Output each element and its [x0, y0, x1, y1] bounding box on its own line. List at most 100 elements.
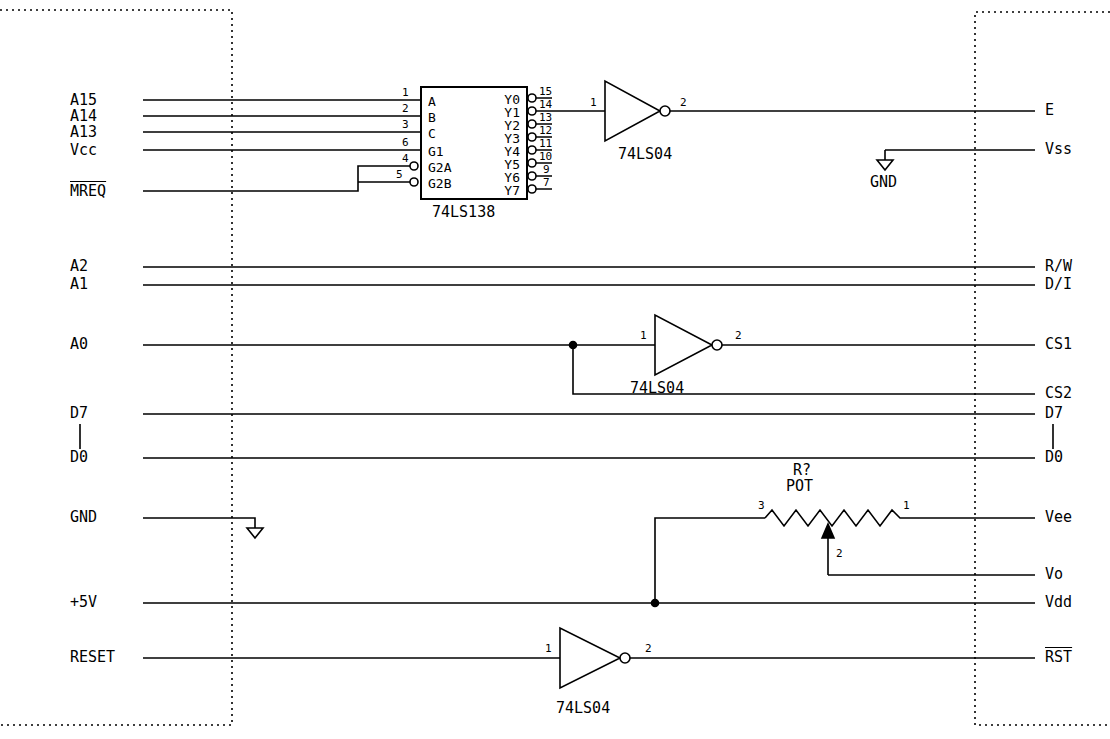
pin-name: G2A: [428, 161, 451, 175]
pin-number: 14: [539, 99, 552, 111]
part-label: R?: [793, 462, 811, 479]
data-wire: [143, 414, 1035, 458]
pin-name: Y6: [504, 171, 520, 185]
chip-select-wire: [143, 345, 1035, 394]
pin-number: 5: [396, 169, 403, 181]
pin-number: 3: [402, 119, 409, 131]
signal-name: A2: [70, 258, 88, 275]
part-number: 74LS04: [630, 380, 684, 397]
resistor-symbol: [765, 510, 1035, 526]
pin-number: 1: [640, 330, 647, 342]
signal-name: D/I: [1045, 276, 1072, 293]
pin-number: 2: [680, 97, 687, 109]
signal-name: A15: [70, 92, 97, 109]
inversion-bubble: [410, 162, 418, 170]
inversion-bubble: [712, 340, 722, 350]
signal-name: Vdd: [1045, 594, 1072, 611]
connector-outline: [975, 12, 1110, 725]
pin-name: B: [428, 111, 436, 125]
ground-symbol: [247, 528, 263, 538]
pin-number: 2: [645, 643, 652, 655]
pin-number: 15: [539, 86, 552, 98]
pin-number: 9: [543, 164, 550, 176]
signal-name: D7: [70, 405, 88, 422]
pin-number: 3: [758, 500, 765, 512]
pin-number: 2: [402, 103, 409, 115]
signal-name: Vee: [1045, 509, 1072, 526]
signal-name: R/W: [1045, 258, 1072, 275]
part-number: 74LS04: [556, 700, 610, 717]
connector-outline: [0, 10, 232, 725]
gnd-wire: [143, 518, 255, 528]
pin-number: 13: [539, 112, 552, 124]
signal-name: RESET: [70, 649, 115, 666]
signal-name: D0: [70, 449, 88, 466]
part-label: POT: [786, 478, 813, 495]
pin-number: 4: [402, 153, 409, 165]
pin-number: 2: [836, 548, 843, 560]
signal-name: Vss: [1045, 141, 1072, 158]
enable-wire: [670, 110, 1035, 112]
pin-name: Y4: [504, 145, 520, 159]
pin-number: 1: [545, 643, 552, 655]
pin-number: 10: [539, 151, 552, 163]
pin-name: C: [428, 127, 436, 141]
pin-number: 1: [903, 500, 910, 512]
pin-number: 1: [402, 87, 409, 99]
pin-name: A: [428, 95, 436, 109]
pin-name: G1: [428, 145, 444, 159]
signal-name: +5V: [70, 594, 97, 611]
wiper-arrow: [822, 524, 834, 538]
ground-symbol: [877, 160, 893, 170]
pin-number: 1: [590, 97, 597, 109]
pin-name: Y0: [504, 93, 520, 107]
signal-name: A14: [70, 108, 97, 125]
signal-name: A1: [70, 276, 88, 293]
rst-wire: [630, 657, 1035, 659]
pin-number: 11: [539, 138, 552, 150]
pin-name: Y1: [504, 106, 520, 120]
pin-number: 12: [539, 125, 552, 137]
signal-name: E: [1045, 102, 1054, 119]
pin-name: Y7: [504, 184, 520, 198]
ground-label: GND: [870, 174, 897, 191]
signal-name: Vcc: [70, 142, 97, 159]
signal-name: A13: [70, 124, 97, 141]
pin-number: 7: [543, 177, 550, 189]
pin-name: Y5: [504, 158, 520, 172]
vss-wire: [885, 150, 1035, 160]
pin-name: Y3: [504, 132, 520, 146]
bus-bracket: [80, 424, 1053, 449]
inversion-bubble: [410, 178, 418, 186]
signal-name: D0: [1045, 449, 1063, 466]
junction-dot: [570, 342, 577, 349]
signal-name: RST: [1045, 649, 1072, 666]
signal-name: GND: [70, 509, 97, 526]
signal-name: CS2: [1045, 385, 1072, 402]
pin-name: G2B: [428, 177, 451, 191]
mreq-wire: [143, 166, 410, 191]
vo-wire: [828, 574, 1035, 576]
part-number: 74LS04: [618, 146, 672, 163]
signal-name: Vo: [1045, 566, 1063, 583]
signal-name: A0: [70, 336, 88, 353]
control-wire: [143, 267, 1035, 285]
reset-wire: [143, 657, 560, 659]
signal-name: MREQ: [70, 183, 106, 200]
inverter-symbol: [560, 628, 620, 688]
pin-number: 6: [402, 137, 409, 149]
signal-name: CS1: [1045, 336, 1072, 353]
inversion-bubble: [660, 106, 670, 116]
inverter-symbol: [605, 81, 660, 141]
inverter-symbol: [655, 315, 712, 375]
inversion-bubble: [620, 653, 630, 663]
output-bubbles: [528, 94, 536, 193]
power-wire: [143, 518, 1035, 603]
pin-name: Y2: [504, 119, 520, 133]
cs1-wire: [722, 344, 1035, 346]
junction-dot: [652, 600, 659, 607]
decoder-chip: ABCG1G2AG2BY0Y1Y2Y3Y4Y5Y6Y774LS138: [420, 86, 528, 200]
part-number: 74LS138: [432, 204, 495, 221]
signal-name: D7: [1045, 405, 1063, 422]
address-wire: [143, 100, 420, 150]
